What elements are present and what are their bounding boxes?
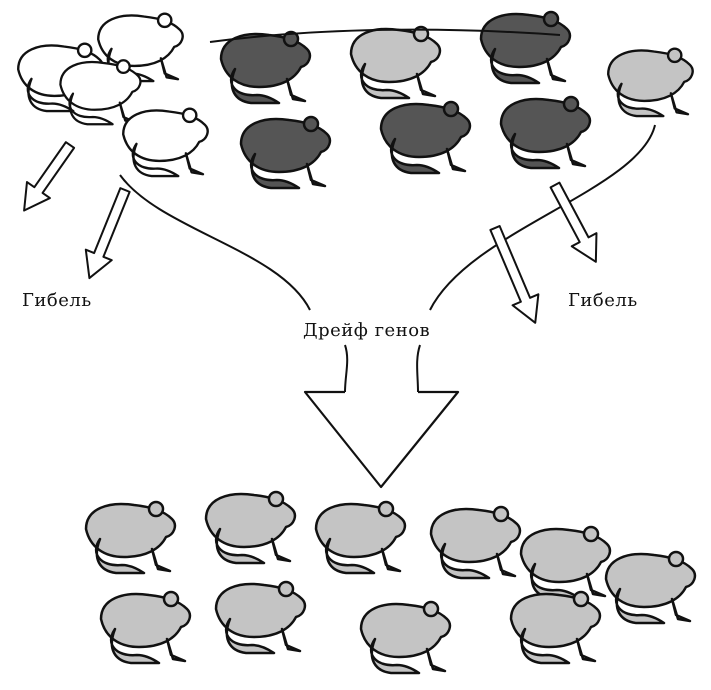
death-arrow: [13, 137, 82, 219]
dark-frog: [221, 32, 310, 103]
gray-frog: [101, 592, 190, 663]
death-arrow: [543, 178, 609, 268]
white-frog: [60, 60, 140, 124]
gene-drift-arrow: [305, 392, 458, 487]
gray-frog: [86, 502, 175, 573]
gray-frog: [606, 552, 695, 623]
white-frog: [123, 109, 207, 176]
death-arrow: [482, 223, 548, 329]
gray-frog: [511, 592, 600, 663]
gray-frog: [431, 507, 520, 578]
dark-frog: [481, 12, 570, 83]
resulting-population: [86, 492, 695, 673]
gray-frog: [361, 602, 450, 673]
gray-frog: [216, 582, 305, 653]
death-label-right: Гибель: [568, 290, 638, 311]
gray-frog: [351, 27, 440, 98]
gray-frog: [521, 527, 610, 598]
dark-frog: [501, 97, 590, 168]
death-arrow: [76, 185, 138, 284]
gray-frog: [316, 502, 405, 573]
gray-frog: [608, 49, 692, 116]
gray-frog: [206, 492, 295, 563]
initial-population: [18, 12, 692, 188]
death-label-left: Гибель: [22, 290, 92, 311]
dark-frog: [381, 102, 470, 173]
gene-drift-label: Дрейф генов: [303, 320, 430, 341]
dark-frog: [241, 117, 330, 188]
